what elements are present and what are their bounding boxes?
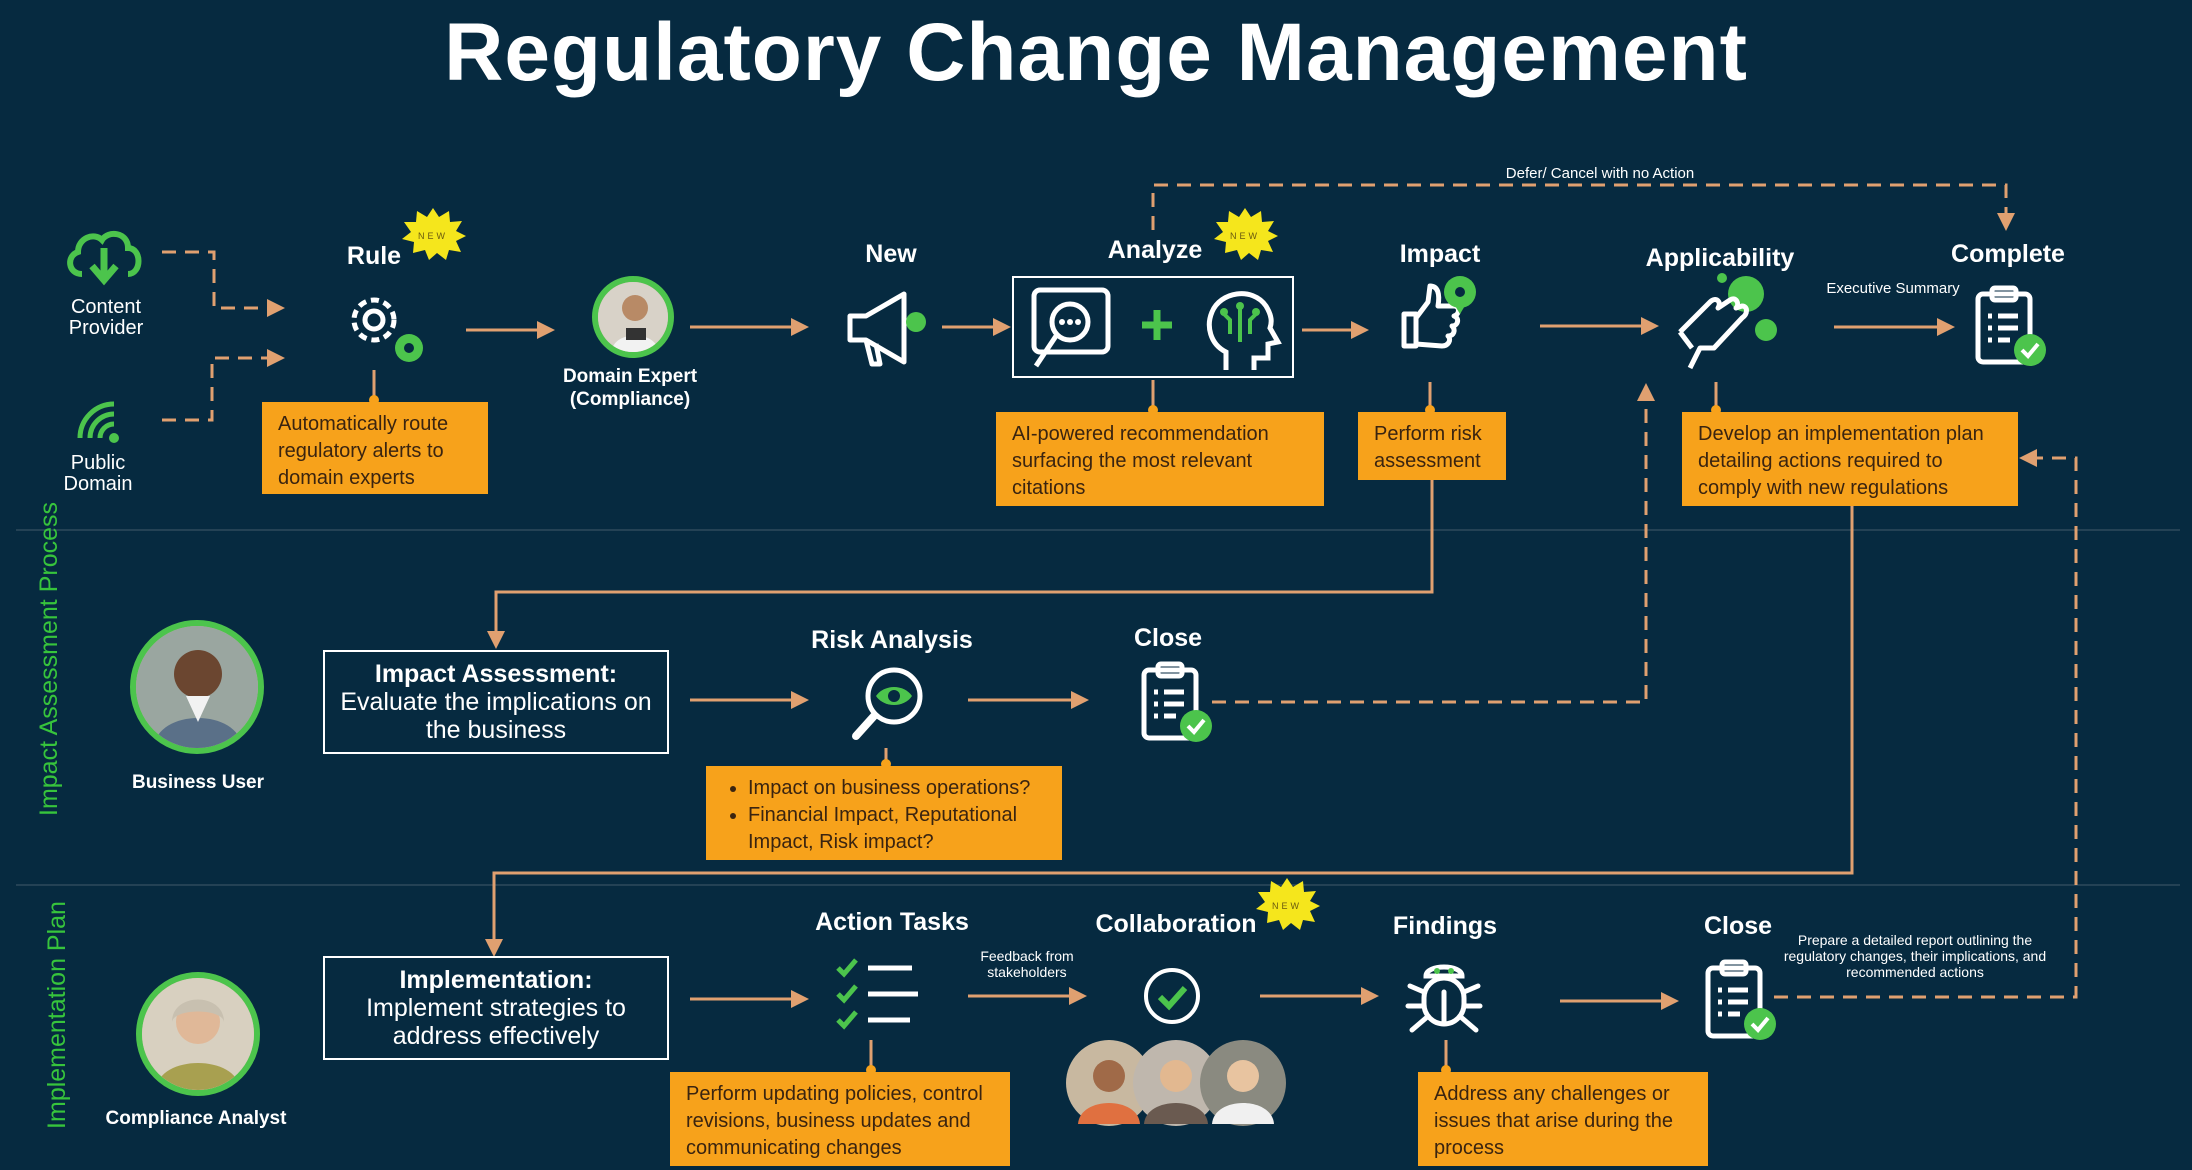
avatar [592, 276, 674, 358]
lane-label-implementation: Implementation Plan [43, 901, 71, 1129]
business-user-portrait [136, 626, 258, 748]
complete-label: Complete [1951, 240, 2065, 268]
implementation-box-heading: Implementation: [399, 966, 593, 994]
bug-icon [1405, 964, 1483, 1033]
cloud-download-icon [67, 230, 142, 286]
magnify-eye-icon [852, 667, 923, 740]
source-label: Content Provider [68, 296, 144, 339]
rule-callout: Automatically route regulatory alerts to… [262, 402, 488, 494]
risk-analysis-callout: Impact on business operations? Financial… [706, 766, 1062, 860]
plus-icon [1142, 310, 1172, 340]
new-badge-text: NEW [1272, 901, 1302, 911]
gears-icon [351, 297, 423, 362]
compliance-analyst-portrait [142, 978, 254, 1090]
impact-label: Impact [1399, 240, 1481, 268]
checklist-icon [836, 958, 918, 1030]
new-badge: NEW [400, 208, 466, 265]
impact-assessment-box: Impact Assessment: Evaluate the implicat… [323, 650, 669, 754]
risk-analysis-label: Risk Analysis [811, 626, 973, 654]
clipboard-check-icon [1975, 285, 2046, 366]
analyze-box [1012, 276, 1294, 378]
feedback-note: Feedback from stakeholders [980, 948, 1074, 981]
check-circle-icon [1144, 968, 1200, 1024]
source-content-provider: Content Provider [62, 226, 150, 339]
applicability-label: Applicability [1645, 244, 1795, 272]
source-public-domain: Public Domain [56, 396, 140, 495]
persona-business-user: Business User [131, 772, 264, 793]
new-burst-icon: NEW [402, 208, 466, 260]
thumbs-up-icon [1401, 276, 1476, 349]
impact-close-label: Close [1133, 624, 1203, 652]
avatar [130, 620, 264, 754]
ai-head-icon [1206, 291, 1282, 370]
executive-summary-note: Executive Summary [1826, 280, 1960, 297]
collaboration-label: Collaboration [1095, 910, 1257, 938]
impact-box-heading: Impact Assessment: [374, 660, 618, 688]
action-tasks-callout: Perform updating policies, control revis… [670, 1072, 1010, 1166]
implementation-box: Implementation: Implement strategies to … [323, 956, 669, 1060]
impact-box-text: Evaluate the implications on the busines… [340, 688, 652, 744]
hand-touch-icon [1678, 273, 1777, 370]
clipboard-check-icon [1705, 959, 1776, 1040]
new-burst-icon: NEW [1214, 208, 1278, 260]
collaborator-photos [1064, 1038, 1288, 1128]
rule-label: Rule [346, 242, 402, 270]
findings-label: Findings [1392, 912, 1498, 940]
defer-label: Defer/ Cancel with no Action [1505, 165, 1695, 182]
findings-callout: Address any challenges or issues that ar… [1418, 1072, 1708, 1166]
new-badge-text: NEW [418, 231, 448, 241]
domain-expert-label: Domain Expert (Compliance) [562, 366, 698, 410]
applicability-callout: Develop an implementation plan detailing… [1682, 412, 2018, 506]
impact-callout: Perform risk assessment [1358, 412, 1506, 480]
avatar [136, 972, 260, 1096]
risk-bullet: Impact on business operations? [748, 775, 1046, 802]
impl-close-label: Close [1703, 912, 1773, 940]
team-avatars [1066, 1040, 1286, 1126]
search-chat-icon [1031, 287, 1111, 368]
risk-bullet: Financial Impact, Reputational Impact, R… [748, 802, 1046, 856]
signal-icon [77, 401, 119, 443]
new-badge-text: NEW [1230, 231, 1260, 241]
new-badge: NEW [1212, 208, 1278, 265]
source-label: Public Domain [63, 452, 133, 495]
persona-compliance-analyst: Compliance Analyst [105, 1108, 287, 1129]
report-note: Prepare a detailed report outlining the … [1783, 932, 2047, 981]
analyze-callout: AI-powered recommendation surfacing the … [996, 412, 1324, 506]
action-tasks-label: Action Tasks [815, 908, 969, 936]
implementation-box-text: Implement strategies to address effectiv… [366, 994, 626, 1050]
megaphone-icon [847, 291, 926, 367]
domain-expert-portrait [598, 282, 668, 352]
page-title: Regulatory Change Management [444, 7, 1748, 98]
analyze-label: Analyze [1107, 236, 1203, 264]
new-label: New [865, 240, 917, 268]
clipboard-check-icon [1141, 661, 1212, 742]
new-burst-icon: NEW [1256, 878, 1320, 930]
new-badge: NEW [1254, 878, 1320, 935]
lane-label-impact: Impact Assessment Process [35, 501, 63, 816]
